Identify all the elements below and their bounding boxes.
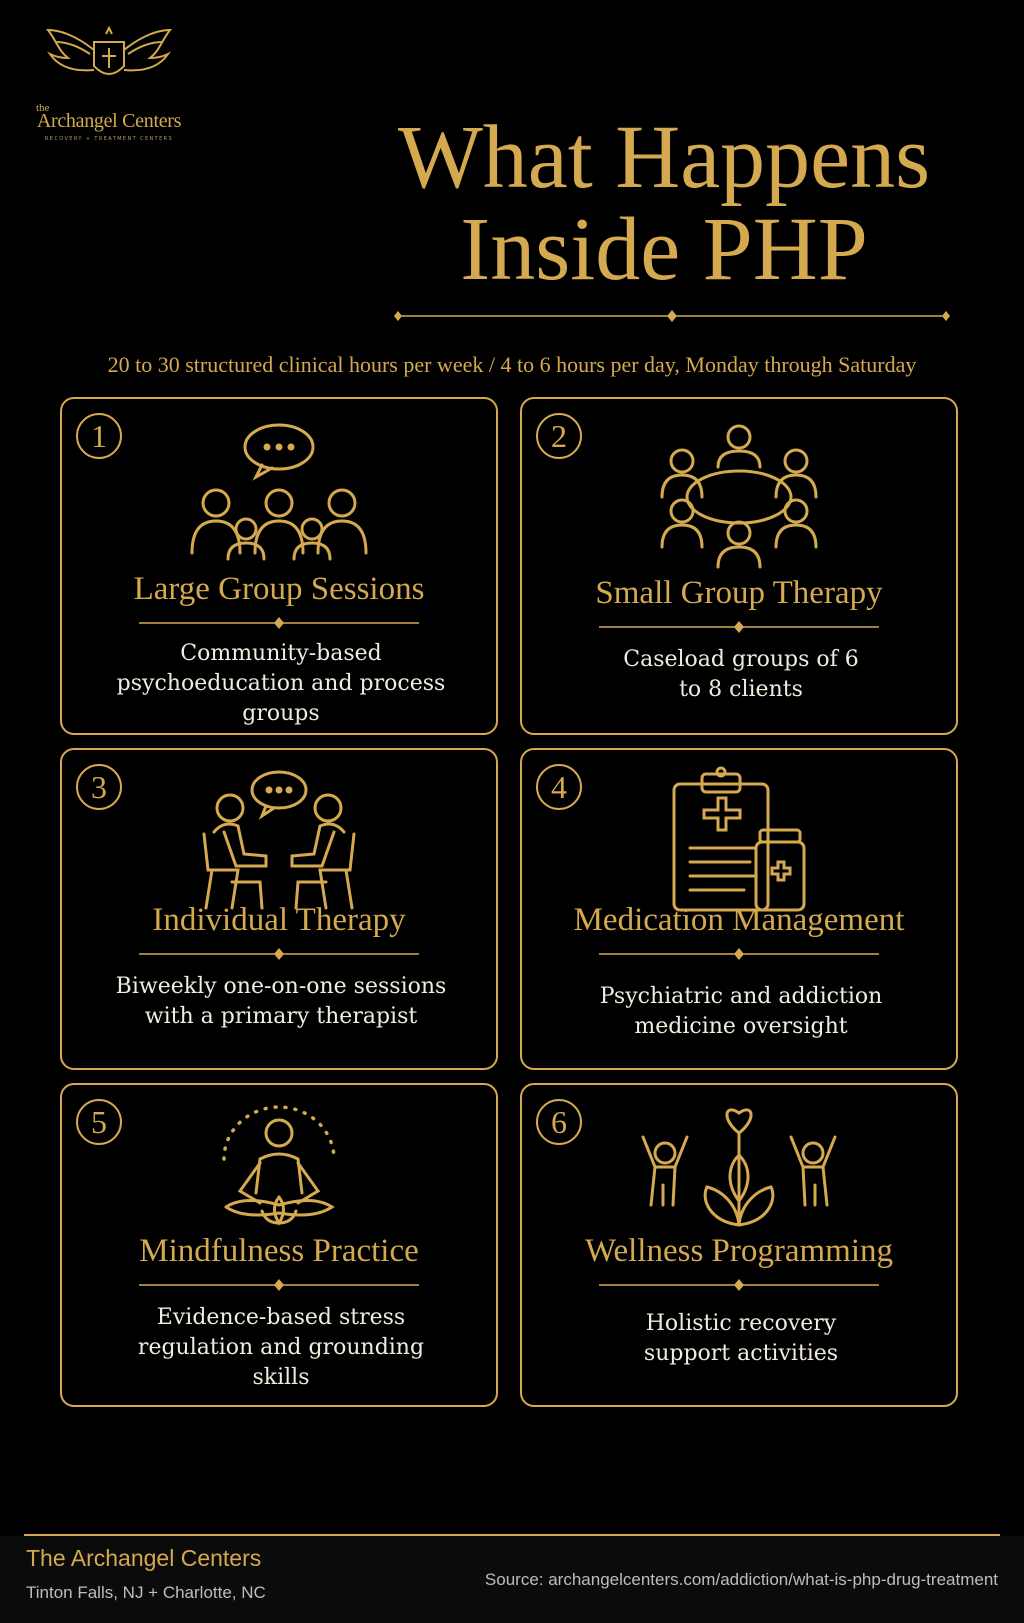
- title-line-1: What Happens: [397, 108, 931, 207]
- card-number: 2: [536, 413, 582, 459]
- page-title: What Happens Inside PHP: [384, 112, 944, 296]
- footer-org-name: The Archangel Centers: [26, 1545, 262, 1571]
- card-title: Medication Management: [573, 902, 905, 938]
- card-small-group-therapy: 2 Small Group Therapy Caseload groups of…: [520, 397, 958, 735]
- card-description: Psychiatric and addiction medicine overs…: [599, 984, 883, 1039]
- title-line-2: Inside PHP: [460, 200, 868, 299]
- footer: [0, 1536, 1024, 1623]
- card-number: 1: [76, 413, 122, 459]
- card-divider: [139, 1279, 419, 1291]
- card-description: Holistic recovery support activities: [643, 1311, 839, 1366]
- one-on-one-icon: [202, 770, 356, 910]
- card-number: 5: [76, 1099, 122, 1145]
- card-divider: [139, 948, 419, 960]
- card-description: Evidence-based stress regulation and gro…: [137, 1305, 425, 1390]
- card-divider: [599, 1279, 879, 1291]
- card-number: 6: [536, 1099, 582, 1145]
- card-divider: [599, 621, 879, 633]
- card-title: Small Group Therapy: [595, 575, 883, 611]
- footer-source: Source: archangelcenters.com/addiction/w…: [484, 1570, 998, 1589]
- logo-name: Archangel Centers: [36, 110, 182, 132]
- card-description: Caseload groups of 6 to 8 clients: [623, 647, 859, 702]
- card-title: Large Group Sessions: [133, 571, 425, 607]
- title-divider: [394, 310, 950, 322]
- card-title: Mindfulness Practice: [139, 1233, 419, 1269]
- circle-group-icon: [660, 424, 818, 569]
- card-title: Wellness Programming: [584, 1233, 894, 1269]
- winged-shield-icon: [45, 25, 173, 75]
- brand-logo: the Archangel Centers RECOVERY + TREATME…: [24, 24, 194, 144]
- logo-the: the: [36, 102, 50, 114]
- footer-locations: Tinton Falls, NJ + Charlotte, NC: [26, 1583, 266, 1602]
- group-chat-icon: [190, 423, 368, 561]
- card-divider: [139, 617, 419, 629]
- card-individual-therapy: 3 Individual Therapy Biweekly one-on-one…: [60, 748, 498, 1070]
- card-description: Biweekly one-on-one sessions with a prim…: [115, 974, 447, 1029]
- card-number: 4: [536, 764, 582, 810]
- footer-divider: [24, 1534, 1000, 1536]
- clipboard-medicine-icon: [672, 766, 806, 912]
- card-divider: [599, 948, 879, 960]
- card-description: Community-based psychoeducation and proc…: [116, 641, 446, 726]
- meditation-icon: [222, 1105, 336, 1226]
- card-title: Individual Therapy: [152, 902, 406, 938]
- card-medication-management: 4 Medication Management Psychiatric and …: [520, 748, 958, 1070]
- card-large-group-sessions: 1 Large Group Sessions Community-based p…: [60, 397, 498, 735]
- card-wellness-programming: 6 Wellness Programming Holistic recovery…: [520, 1083, 958, 1407]
- page-subtitle: 20 to 30 structured clinical hours per w…: [107, 352, 917, 377]
- card-number: 3: [76, 764, 122, 810]
- wellness-flower-icon: [641, 1108, 837, 1227]
- card-mindfulness-practice: 5 Mindfulness Practice Evidence-based st…: [60, 1083, 498, 1407]
- logo-tagline: RECOVERY + TREATMENT CENTERS: [44, 136, 174, 142]
